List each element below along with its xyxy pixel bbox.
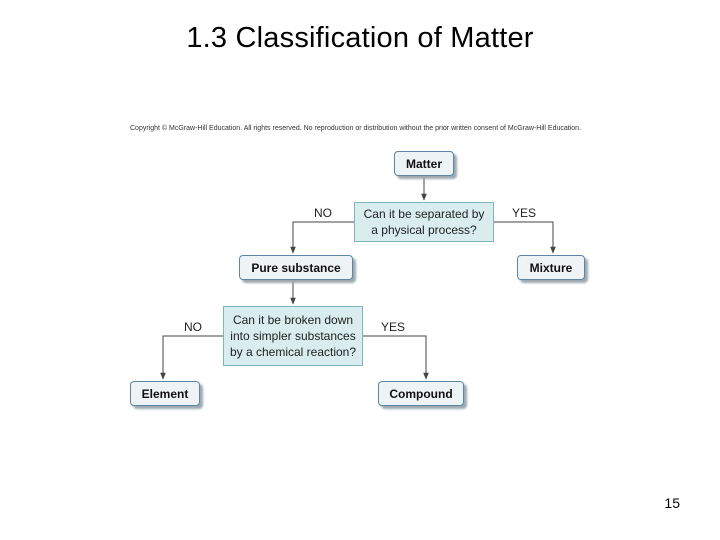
- node-element: Element: [130, 381, 200, 406]
- arrow-q1-yes: [494, 221, 556, 254]
- node-pure-substance: Pure substance: [239, 255, 353, 280]
- arrow-q2-yes: [363, 335, 429, 380]
- page-number: 15: [664, 495, 680, 511]
- label-q1-yes: YES: [512, 206, 537, 220]
- question-line: Can it be separated by: [363, 207, 485, 221]
- question-line: a physical process?: [371, 223, 477, 237]
- label-q1-no: NO: [314, 206, 332, 220]
- node-compound: Compound: [378, 381, 464, 406]
- node-matter: Matter: [394, 151, 454, 176]
- question-physical-separation: Can it be separated by a physical proces…: [354, 202, 494, 242]
- question-line: Can it be broken down: [232, 313, 354, 327]
- question-line: by a chemical reaction?: [229, 345, 357, 359]
- node-mixture: Mixture: [517, 255, 585, 280]
- question-chemical-breakdown: Can it be broken down into simpler subst…: [223, 306, 363, 366]
- label-q2-yes: YES: [381, 320, 406, 334]
- label-q2-no: NO: [184, 320, 202, 334]
- arrow-q2-no: [160, 335, 223, 380]
- copyright-notice: Copyright © McGraw-Hill Education. All r…: [130, 125, 582, 132]
- arrow-q1-no: [290, 221, 354, 254]
- question-line: into simpler substances: [230, 329, 356, 343]
- slide-title: 1.3 Classification of Matter: [186, 22, 534, 54]
